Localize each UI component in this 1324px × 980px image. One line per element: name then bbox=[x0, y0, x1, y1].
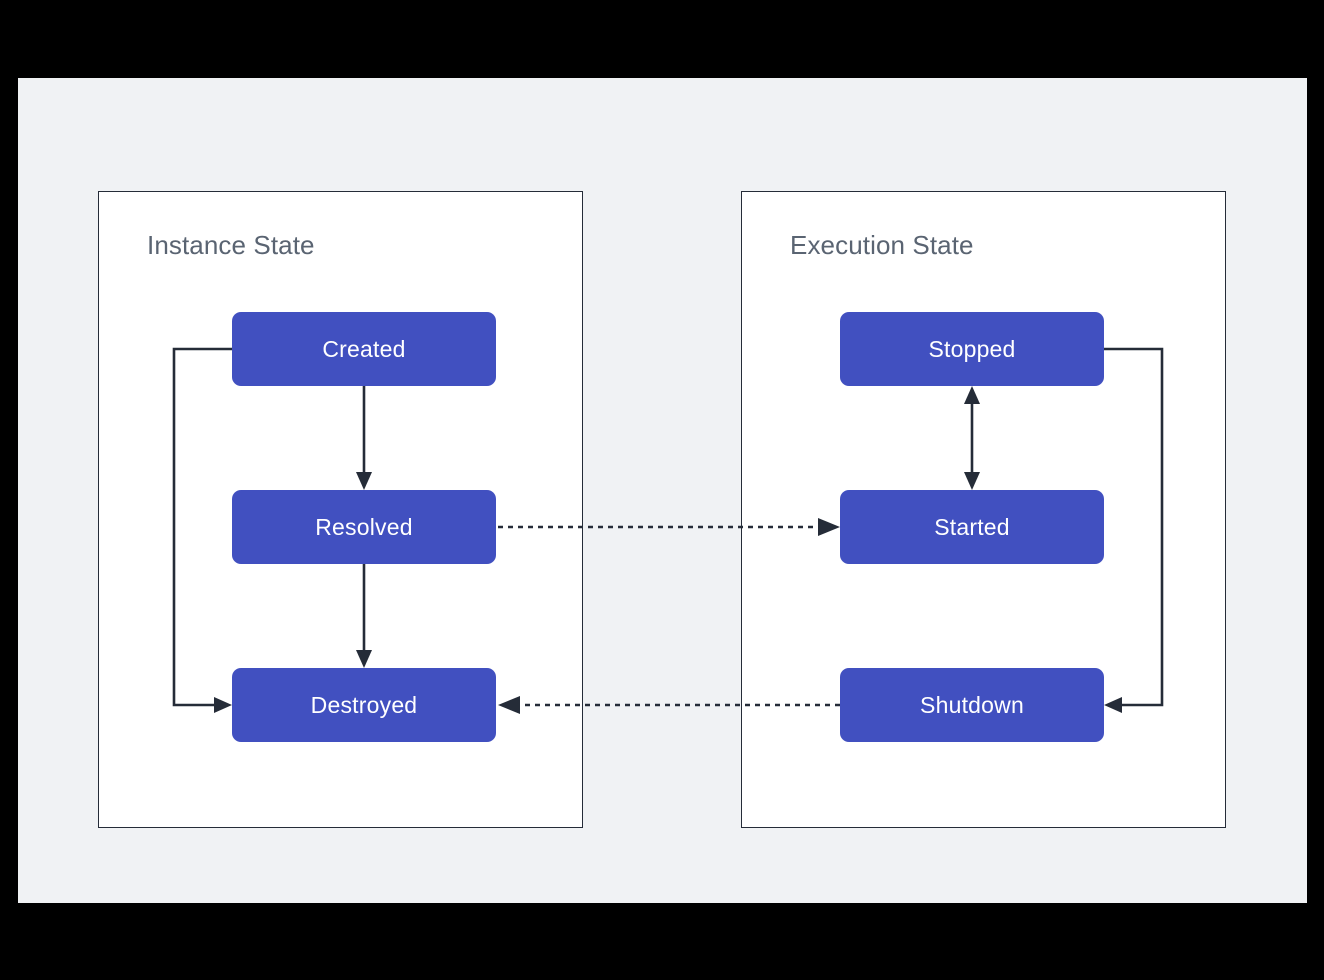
panel-execution-state-title: Execution State bbox=[790, 230, 974, 260]
state-node-destroyed[interactable]: Destroyed bbox=[232, 668, 496, 742]
state-node-created[interactable]: Created bbox=[232, 312, 496, 386]
state-node-resolved[interactable]: Resolved bbox=[232, 490, 496, 564]
state-node-stopped[interactable]: Stopped bbox=[840, 312, 1104, 386]
state-node-started[interactable]: Started bbox=[840, 490, 1104, 564]
state-node-shutdown[interactable]: Shutdown bbox=[840, 668, 1104, 742]
diagram-canvas: Instance State Execution State bbox=[18, 78, 1307, 903]
panel-instance-state-title: Instance State bbox=[147, 230, 315, 260]
